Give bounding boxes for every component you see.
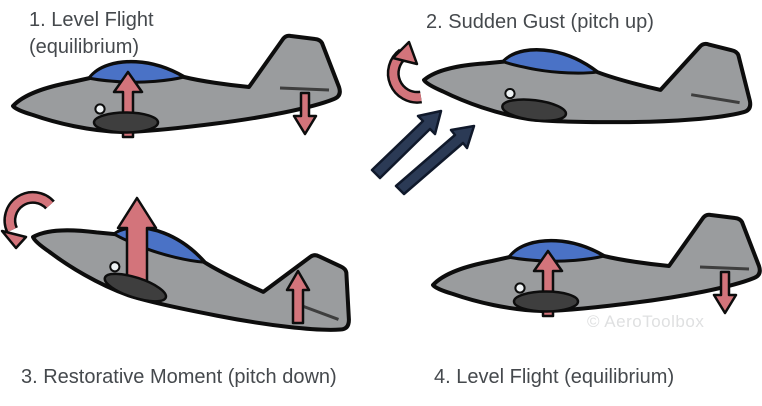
- panel-2-label: 2. Sudden Gust (pitch up): [426, 11, 654, 33]
- wing-root-fairing: [92, 111, 160, 134]
- panel-1-label-line1: 1. Level Flight: [29, 9, 154, 31]
- panel-4-graphic: [431, 212, 762, 318]
- tailplane-lift-up-arrow: [285, 269, 311, 325]
- panel-4-label: 4. Level Flight (equilibrium): [434, 366, 675, 388]
- aircraft-level-4: [431, 212, 762, 313]
- panel-3-graphic: [0, 168, 368, 365]
- tailplane-downforce-arrow: [712, 270, 738, 315]
- tailplane-downforce-arrow: [292, 91, 318, 136]
- wing-lift-up-arrow: [532, 249, 564, 318]
- wing-root-fairing: [512, 290, 580, 313]
- pitch-up-moment-curved-arrow: [386, 40, 422, 104]
- watermark: © AeroToolbox: [587, 312, 705, 331]
- panel-3-label: 3. Restorative Moment (pitch down): [21, 366, 337, 388]
- gust-arrow: [394, 124, 476, 196]
- panel-2-graphic: [370, 8, 759, 196]
- panel-1-label: 1. Level Flight (equilibrium): [29, 7, 154, 61]
- pitch-down-moment-curved-arrow: [0, 190, 55, 250]
- gust-arrow: [370, 109, 443, 180]
- panel-1-label-line2: (equilibrium): [29, 36, 140, 58]
- panel-1-graphic: [11, 33, 342, 139]
- wing-lift-up-arrow: [112, 70, 144, 139]
- aircraft-pitched-up-3: [22, 168, 368, 365]
